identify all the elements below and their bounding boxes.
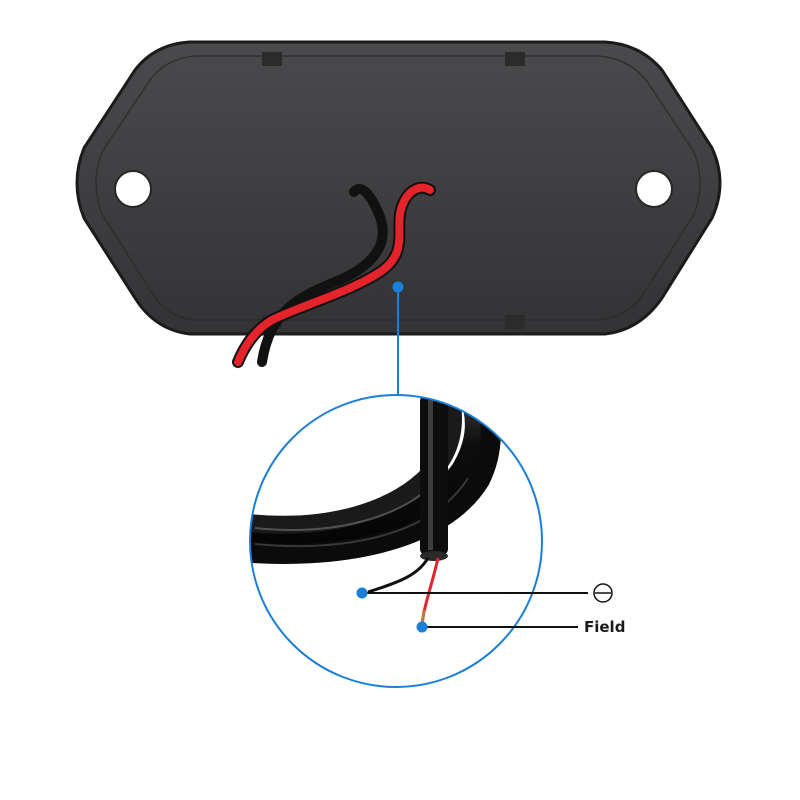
callout-dot [392, 281, 404, 293]
field-dot [416, 621, 428, 633]
plate-body [75, 40, 722, 336]
plate-tab [505, 315, 525, 329]
field-label: Field [584, 618, 625, 636]
red-wire-core [234, 183, 434, 366]
wire-pair [232, 181, 436, 368]
cable-loop [250, 395, 462, 534]
zoom-circle-border [249, 394, 543, 688]
negative-label-group [356, 583, 613, 603]
cable-jacket [420, 395, 448, 555]
mounting-hole-right [635, 170, 673, 208]
black-conductor [367, 557, 430, 594]
plate-inner-bevel [95, 55, 701, 321]
plate-tab [262, 52, 282, 66]
mounting-hole-left [114, 170, 152, 208]
plate-tab [505, 52, 525, 66]
negative-dot [356, 587, 368, 599]
callout [392, 281, 404, 395]
field-label-group: Field [416, 618, 625, 636]
zoom-view [249, 394, 543, 688]
cable-end [420, 551, 448, 561]
cable-highlight [254, 477, 469, 548]
negative-symbol-icon [593, 583, 613, 603]
base-plate [75, 40, 722, 336]
cable-jacket-highlight [428, 400, 433, 550]
